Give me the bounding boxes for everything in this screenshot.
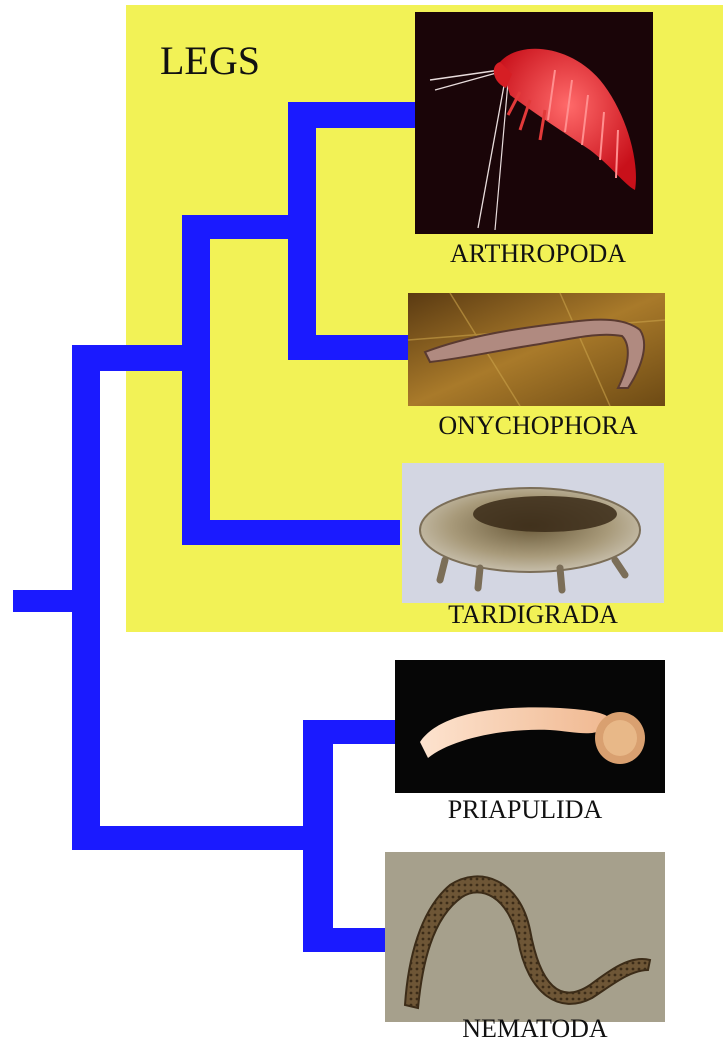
taxon-label-priapulida: PRIAPULIDA [448,795,603,824]
tardigrada-photo [402,463,664,603]
legs-clade-vertical [182,215,210,545]
taxon-label-arthropoda: ARTHROPODA [450,239,626,268]
priapulida-photo [395,660,665,793]
arthro-onycho-vertical [288,102,316,360]
branch-to-priapulida [303,720,395,744]
branch-to-nematoda [303,928,391,952]
branch-to-arthropoda [288,102,420,128]
taxon-label-onychophora: ONYCHOPHORA [438,411,638,440]
nematoda-photo [385,852,665,1022]
root-vertical [72,345,100,850]
taxon-label-tardigrada: TARDIGRADA [448,600,618,629]
onychophora-photo [408,293,665,406]
arthropoda-photo [415,12,653,234]
branch-to-tardigrada [182,520,400,545]
branch-to-arthro-onycho [182,215,306,239]
taxon-label-nematoda: NEMATODA [462,1014,608,1040]
worms-clade-vertical [303,720,333,952]
legs-group-label: LEGS [160,38,260,83]
branch-to-onychophora [288,335,410,360]
branch-to-worms-clade [72,826,330,850]
